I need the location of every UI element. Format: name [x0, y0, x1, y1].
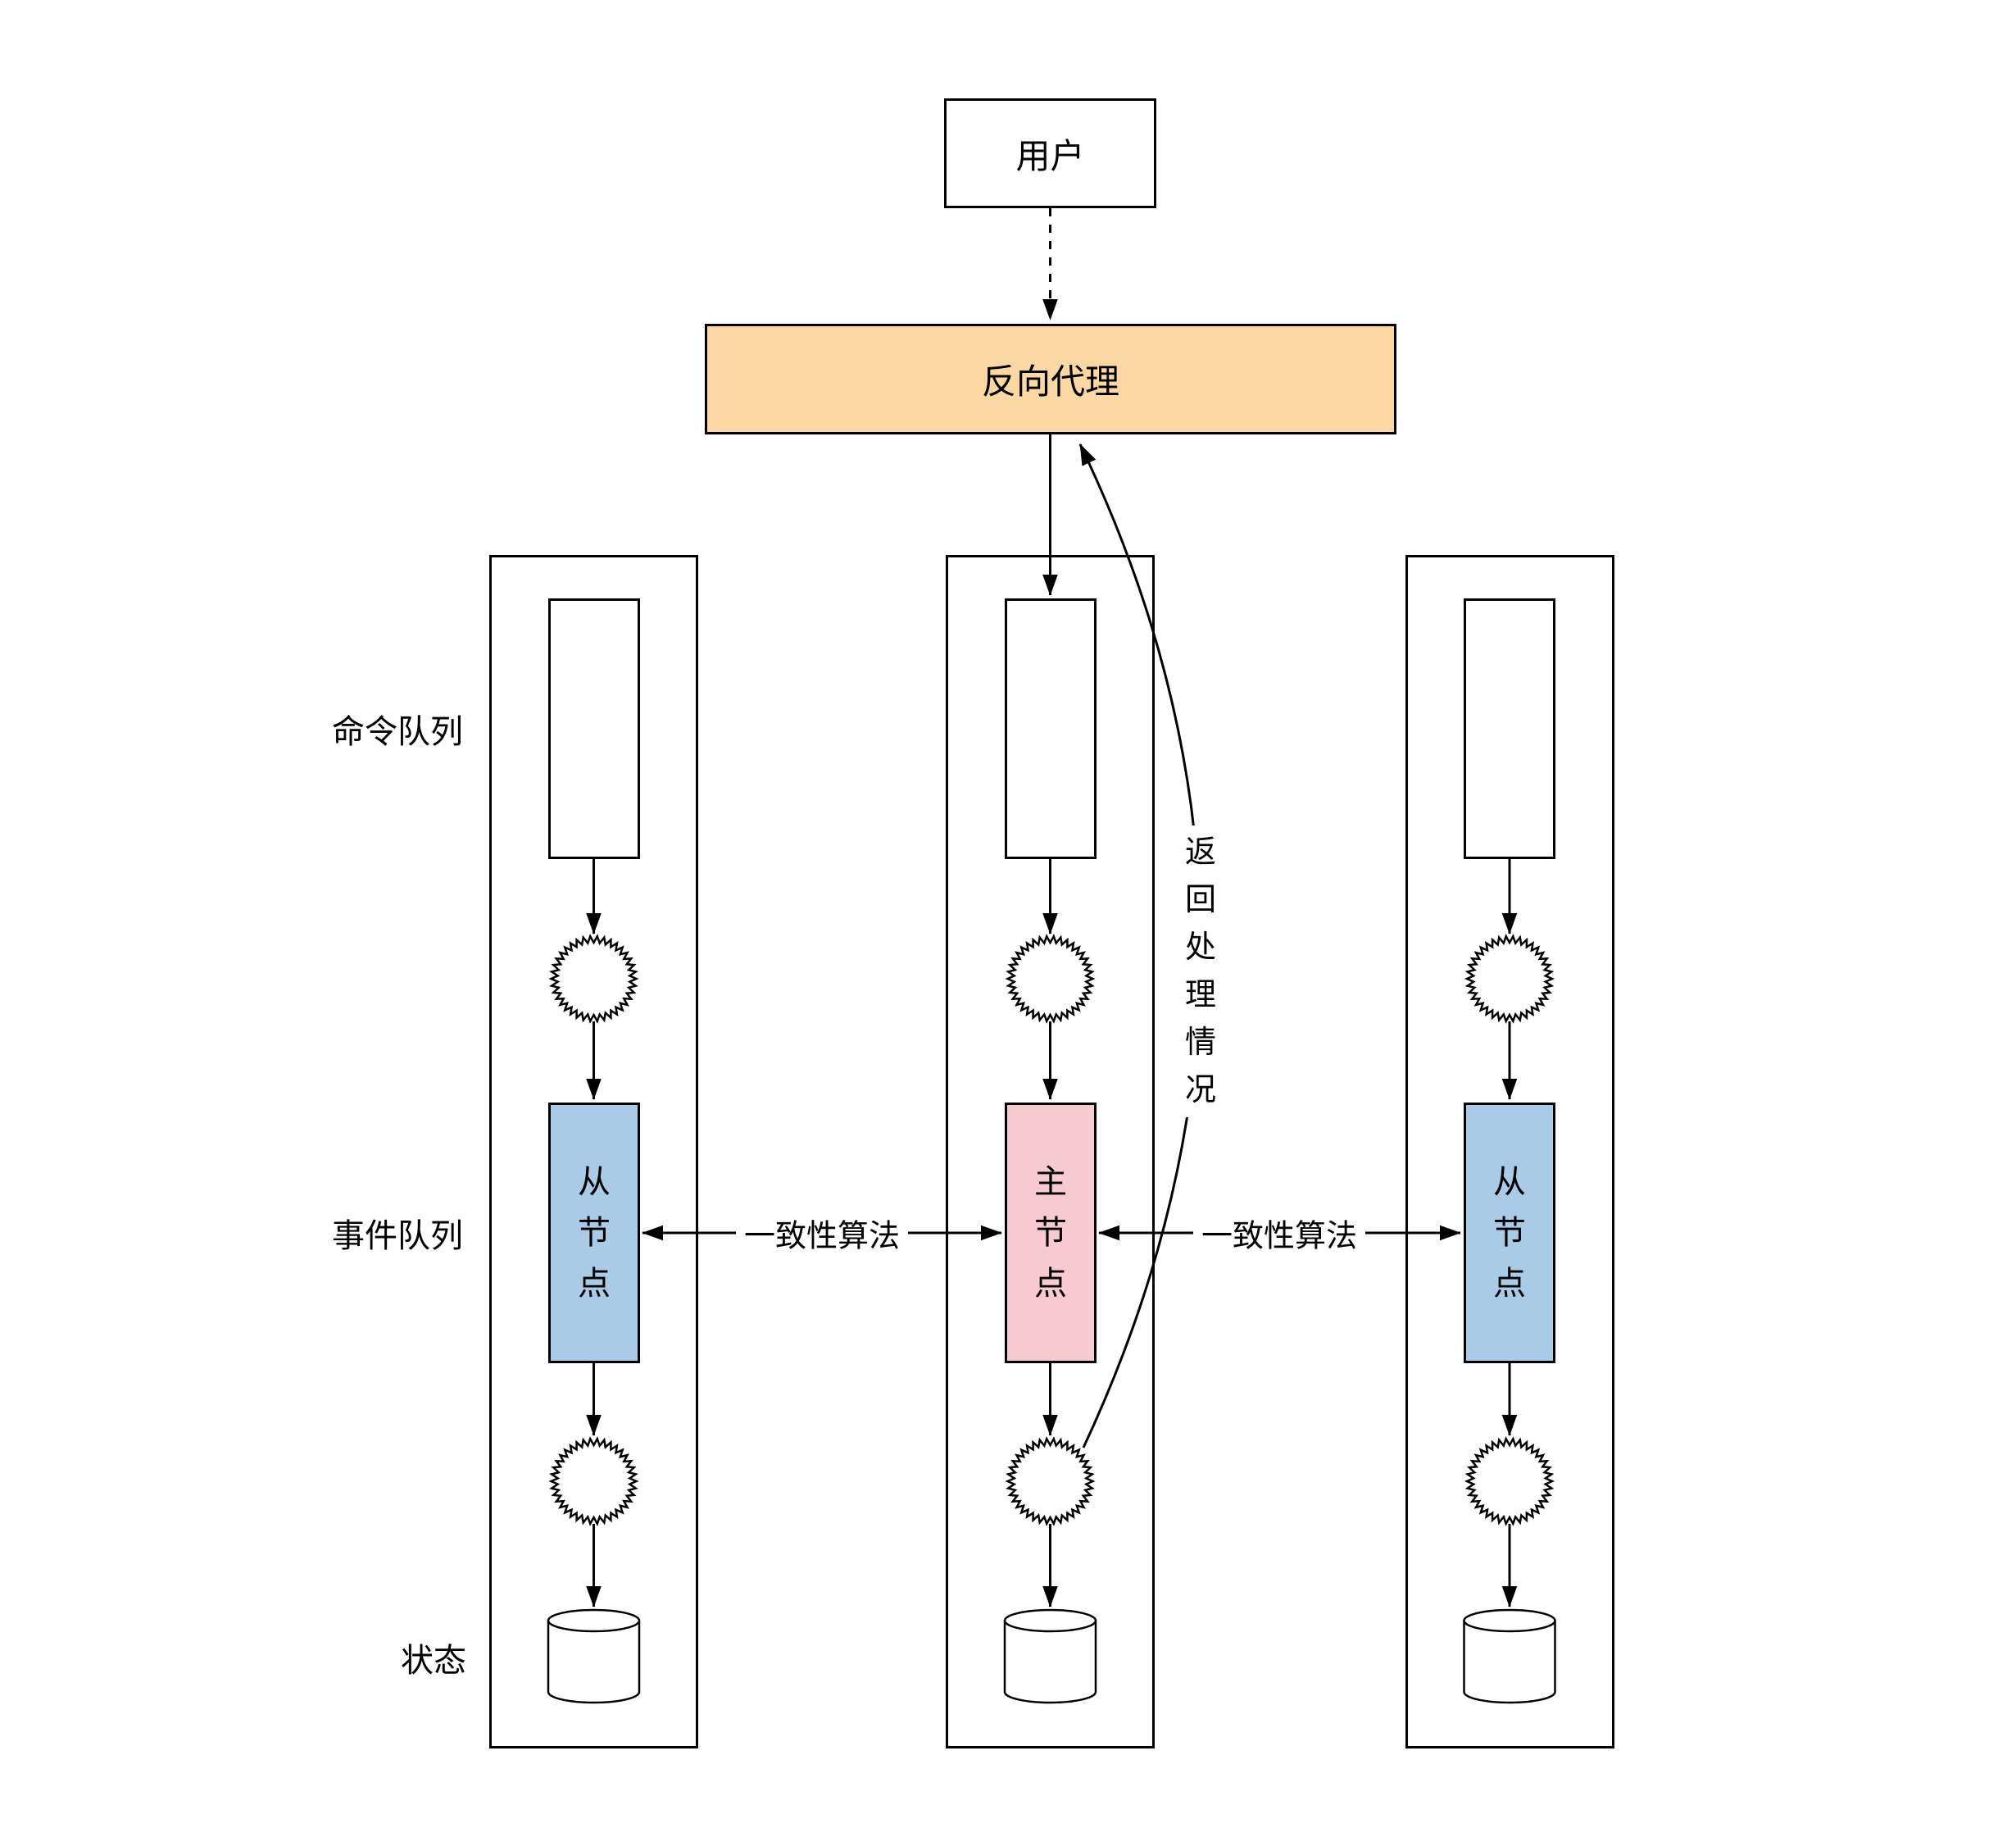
row-label-command-queue: 命令队列 [332, 714, 463, 750]
state-cylinder-top-left [547, 1608, 641, 1633]
worker-circle-bottom-center [1005, 1436, 1096, 1526]
command-queue-rect-right [1464, 598, 1555, 859]
consensus-label-right: 一致性算法 [1192, 1210, 1366, 1256]
node-column-right [1405, 555, 1614, 1748]
worker-circle-top-center [1005, 934, 1096, 1024]
state-cylinder-top-center [1003, 1608, 1097, 1633]
return-status-label: 返 回 处 理 情 况 [1178, 825, 1224, 1117]
slave-node-box-right: 从 节 点 [1464, 1103, 1555, 1363]
reverse-proxy-box: 反向代理 [705, 324, 1396, 434]
worker-circle-bottom-right [1464, 1436, 1555, 1526]
worker-circle-bottom-left [548, 1436, 639, 1526]
user-label: 用户 [1015, 136, 1085, 175]
row-label-state: 状态 [401, 1643, 466, 1679]
reverse-proxy-label: 反向代理 [981, 362, 1119, 401]
command-queue-rect-center [1005, 598, 1097, 859]
master-node-box: 主 节 点 [1005, 1103, 1097, 1363]
command-queue-rect-left [548, 598, 640, 859]
consensus-label-left: 一致性算法 [735, 1210, 909, 1256]
worker-circle-top-left [548, 934, 639, 1024]
state-cylinder-center [1003, 1621, 1097, 1704]
user-box: 用户 [944, 98, 1156, 208]
state-cylinder-left [547, 1621, 641, 1704]
worker-circle-top-right [1464, 934, 1555, 1024]
state-cylinder-top-right [1463, 1608, 1556, 1633]
slave-node-box-left: 从 节 点 [548, 1103, 640, 1363]
row-label-event-queue: 事件队列 [332, 1218, 463, 1254]
node-column-left [489, 555, 698, 1748]
state-cylinder-right [1463, 1621, 1556, 1704]
